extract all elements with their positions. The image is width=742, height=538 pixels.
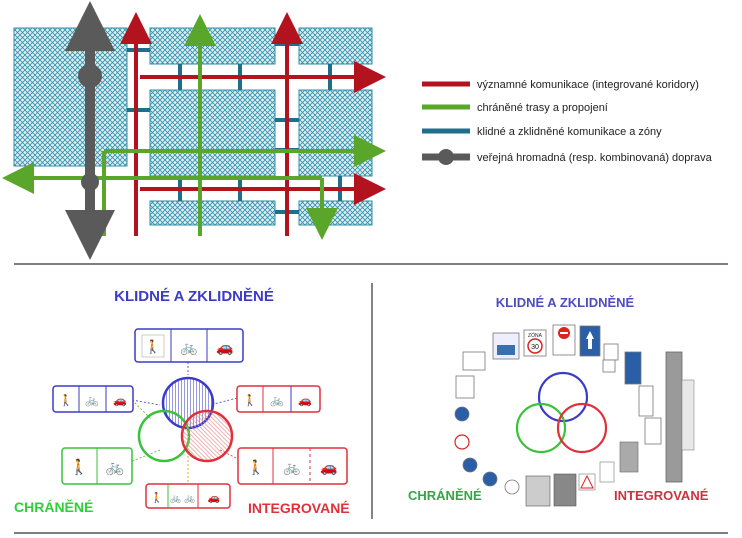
speed-limit-icon bbox=[527, 338, 543, 354]
left-label-integrated: INTEGROVANÉ bbox=[248, 500, 350, 516]
pedestrian-icon: 🚶 bbox=[151, 491, 163, 504]
venn-circle-integrated bbox=[556, 402, 608, 454]
left-label-protected: CHRÁNĚNÉ bbox=[14, 498, 93, 515]
network-diagram bbox=[2, 1, 386, 260]
legend-label-calm: klidné a zklidněné komunikace a zóny bbox=[477, 126, 662, 138]
bicycle-icon: 🚲 bbox=[85, 395, 99, 407]
crossing-icon bbox=[553, 473, 577, 507]
street-section-icon bbox=[619, 441, 639, 473]
traffic-sign-icon bbox=[599, 461, 615, 483]
icon-box-calm: 🚶 🚲 🚗 bbox=[134, 328, 244, 363]
street-section-icon bbox=[681, 379, 695, 451]
bicycle-icon: 🚲 bbox=[270, 395, 284, 407]
icon-box-integrated: 🚶 🚲 🚗 bbox=[237, 447, 348, 485]
right-venn-panel: KLIDNÉ A ZKLIDNĚNÉ CHRÁNĚNÉ INTEGROVANÉ … bbox=[408, 295, 709, 507]
venn-circle-protected bbox=[515, 402, 567, 454]
pedestrian-icon: 🚶 bbox=[247, 459, 264, 476]
sign-zona-label: ZÓNA bbox=[528, 332, 543, 339]
traffic-sign-icon bbox=[454, 406, 470, 422]
lane-sign-icon bbox=[624, 351, 642, 385]
pedestrian-icon: 🚶 bbox=[59, 394, 73, 407]
right-label-integrated: INTEGROVANÉ bbox=[614, 488, 709, 503]
pedestrian-icon: 🚶 bbox=[70, 458, 89, 476]
icon-box-calm-integrated: 🚶 🚲 🚗 bbox=[236, 385, 321, 413]
left-venn-panel: KLIDNÉ A ZKLIDNĚNÉ CHRÁNĚNÉ INTEGROVANÉ … bbox=[14, 287, 350, 516]
traffic-sign-icon bbox=[578, 473, 596, 491]
left-title: KLIDNÉ A ZKLIDNĚNÉ bbox=[114, 287, 274, 305]
car-icon: 🚗 bbox=[216, 339, 233, 356]
traffic-sign-icon bbox=[497, 345, 515, 355]
urban-block bbox=[298, 200, 373, 226]
urban-block bbox=[149, 89, 276, 177]
public-transport-line bbox=[65, 1, 115, 260]
protected-routes bbox=[2, 14, 386, 240]
traffic-sign-icon bbox=[454, 434, 470, 450]
car-icon: 🚗 bbox=[208, 493, 220, 504]
icon-box-all: 🚶 🚲 🚲 🚗 bbox=[145, 483, 231, 509]
urban-block bbox=[149, 27, 276, 65]
traffic-sign-icon bbox=[504, 479, 520, 495]
legend-label-major: významné komunikace (integrované koridor… bbox=[477, 79, 699, 91]
car-icon: 🚗 bbox=[298, 395, 312, 407]
legend-label-transit: veřejná hromadná (resp. kombinovaná) dop… bbox=[477, 152, 713, 164]
traffic-sign-icon bbox=[602, 359, 616, 373]
pedestrian-icon: 🚶 bbox=[243, 394, 257, 407]
venn-circle-integrated bbox=[180, 409, 234, 463]
traffic-sign-icon bbox=[462, 457, 478, 473]
urban-block bbox=[298, 89, 373, 177]
lane-sign-icon bbox=[644, 417, 662, 445]
traffic-sign-icon bbox=[482, 471, 498, 487]
bicycle-icon: 🚲 bbox=[170, 493, 181, 503]
urban-block bbox=[298, 27, 373, 65]
bicycle-icon: 🚲 bbox=[180, 339, 197, 356]
traffic-signs: ZÓNA 30 bbox=[454, 324, 695, 507]
icon-box-protected: 🚶 🚲 bbox=[61, 447, 133, 485]
pedestrian-icon: 🚶 bbox=[141, 334, 165, 358]
legend: významné komunikace (integrované koridor… bbox=[422, 79, 713, 165]
lane-sign-icon bbox=[638, 385, 654, 417]
traffic-sign-icon bbox=[603, 343, 619, 361]
legend-label-protected: chráněné trasy a propojení bbox=[477, 102, 608, 114]
svg-text:🚶: 🚶 bbox=[145, 339, 161, 354]
car-icon: 🚗 bbox=[320, 459, 337, 476]
bicycle-icon: 🚲 bbox=[184, 493, 195, 503]
urban-block bbox=[13, 27, 128, 167]
right-label-protected: CHRÁNĚNÉ bbox=[408, 488, 482, 503]
icon-box-calm-protected: 🚶 🚲 🚗 bbox=[52, 385, 134, 413]
transit-stop bbox=[78, 64, 102, 88]
street-section-icon bbox=[665, 351, 683, 483]
traffic-sign-icon bbox=[455, 375, 475, 399]
connector-lines bbox=[129, 362, 241, 484]
transit-stop bbox=[81, 173, 99, 191]
sign-30-label: 30 bbox=[531, 344, 539, 351]
crossing-icon bbox=[525, 475, 551, 507]
major-roads bbox=[120, 12, 386, 236]
bicycle-icon: 🚲 bbox=[106, 459, 125, 476]
car-icon: 🚗 bbox=[113, 395, 127, 407]
right-title: KLIDNÉ A ZKLIDNĚNÉ bbox=[496, 295, 635, 310]
legend-transit-dot bbox=[438, 149, 454, 165]
urban-block bbox=[149, 200, 276, 226]
traffic-sign-icon bbox=[462, 351, 486, 371]
bicycle-icon: 🚲 bbox=[283, 459, 300, 476]
